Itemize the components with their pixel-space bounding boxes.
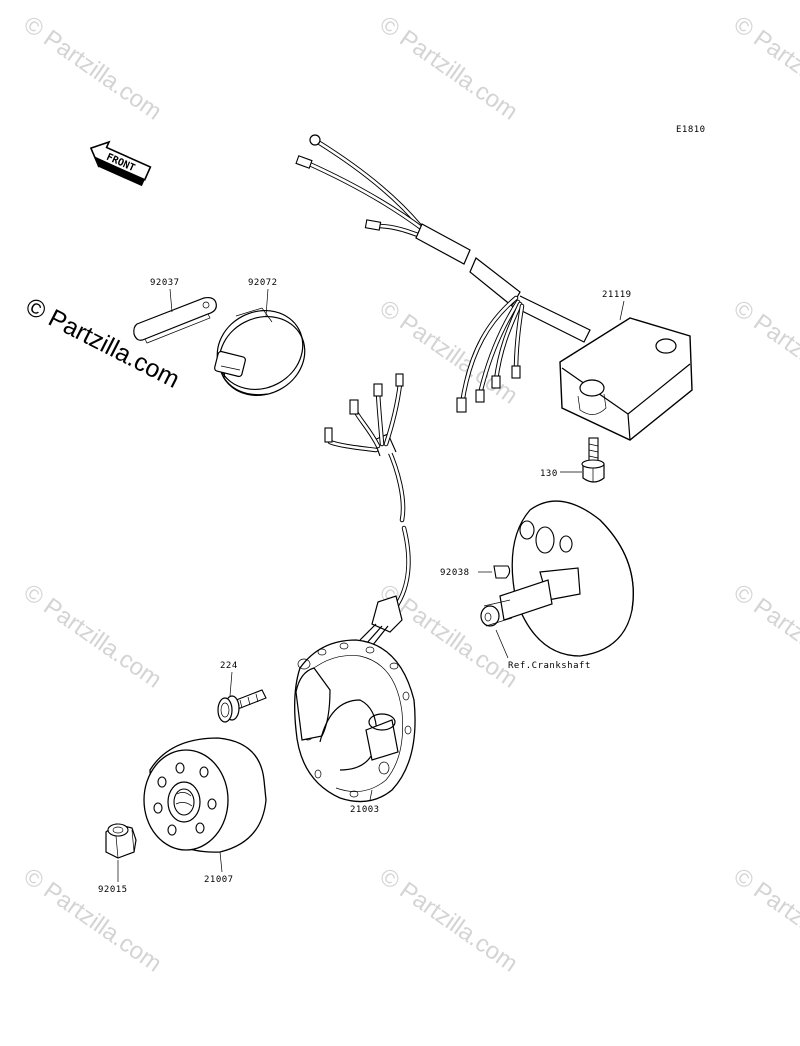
label-92072: 92072 [248,278,278,288]
flywheel-21007 [143,737,267,853]
stator-21003 [294,639,416,803]
band-92072 [214,307,306,397]
label-21007: 21007 [204,875,234,885]
screw-224 [217,689,267,723]
watermark-tile: © Partzilla.com [375,11,523,126]
watermark-tiles: © Partzilla.com © Partzilla.com © Partzi… [19,11,800,978]
watermark-tile: © Partzilla.com [729,295,800,410]
watermark-tile: © Partzilla.com [19,579,167,694]
label-ref-crankshaft: Ref.Crankshaft [508,661,591,671]
diagram-code: E1810 [676,125,706,135]
watermark-tile: © Partzilla.com [19,11,167,126]
watermark-tile: © Partzilla.com [19,863,167,978]
bolt-130 [581,437,605,483]
label-92015: 92015 [98,885,128,895]
watermark-tile: © Partzilla.com [729,579,800,694]
label-21003: 21003 [350,805,380,815]
label-224: 224 [220,661,238,671]
label-92037: 92037 [150,278,180,288]
front-arrow-icon: FRONT [89,140,152,187]
key-92038 [493,565,511,579]
label-21119: 21119 [602,290,632,300]
label-92038: 92038 [440,568,470,578]
watermark-tile: © Partzilla.com [729,11,800,126]
watermark-main: © Partzilla.com [21,292,184,393]
nut-92015 [105,823,137,859]
stator-harness [324,373,411,647]
tab-92037 [133,296,217,344]
watermark-tile: © Partzilla.com [729,863,800,978]
cdi-unit-21119 [295,134,693,441]
watermark-tile: © Partzilla.com [375,863,523,978]
crankshaft [480,500,634,657]
label-130: 130 [540,469,558,479]
